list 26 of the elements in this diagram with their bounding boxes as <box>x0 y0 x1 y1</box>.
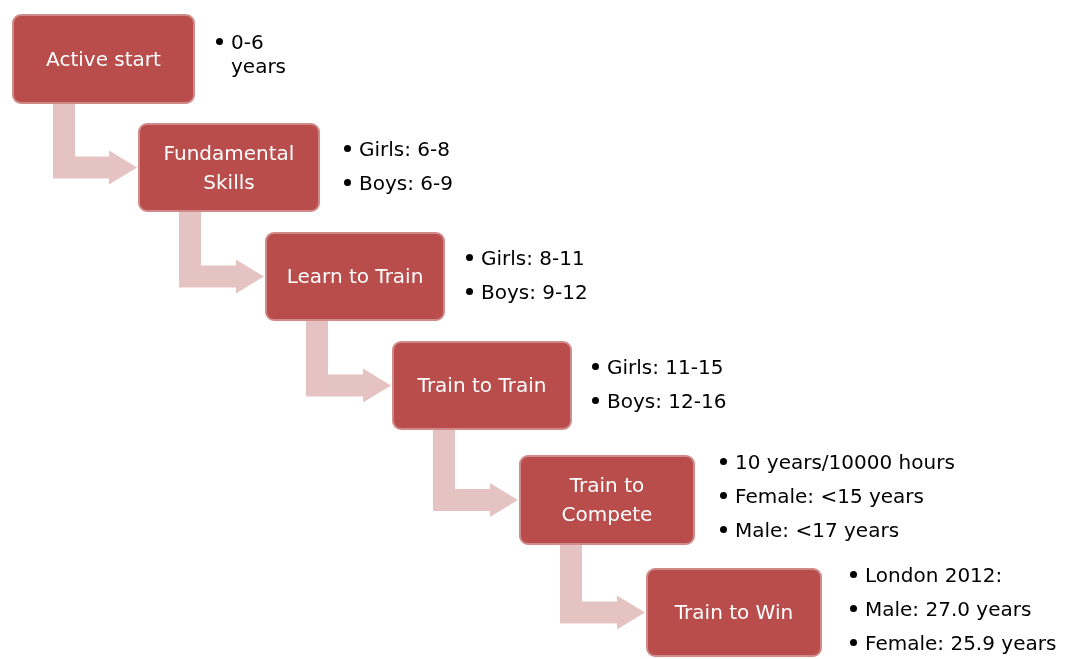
age-note: Girls: 11-15 <box>607 355 724 379</box>
stage-label: Fundamental Skills <box>162 139 296 196</box>
stage-label: Train to Win <box>674 599 794 626</box>
age-note: Female: <15 years <box>735 484 924 508</box>
age-note: 0-6 years <box>231 30 288 78</box>
age-note: Boys: 6-9 <box>359 171 453 195</box>
stage-box <box>138 123 320 212</box>
age-note: Girls: 8-11 <box>481 246 585 270</box>
age-note: Boys: 12-16 <box>607 389 727 413</box>
age-note: Boys: 9-12 <box>481 280 588 304</box>
age-note: London 2012: <box>865 563 1003 587</box>
stage-box <box>265 232 445 321</box>
age-note: Girls: 6-8 <box>359 137 450 161</box>
stage-box <box>12 14 195 104</box>
stage-label: Train to Compete <box>560 472 654 528</box>
stage-box <box>519 455 695 545</box>
age-note: Female: 25.9 years <box>865 631 1057 655</box>
bent-arrow <box>53 104 137 185</box>
age-note: Male: 27.0 years <box>865 597 1032 621</box>
stage-box <box>392 341 572 430</box>
stage-label: Train to Train <box>417 372 547 399</box>
stage-label: Active start <box>46 45 161 73</box>
age-note: 10 years/10000 hours <box>735 450 955 474</box>
stage-label: Learn to Train <box>286 263 424 290</box>
age-note: Male: <17 years <box>735 518 900 542</box>
stage-box <box>646 568 822 657</box>
